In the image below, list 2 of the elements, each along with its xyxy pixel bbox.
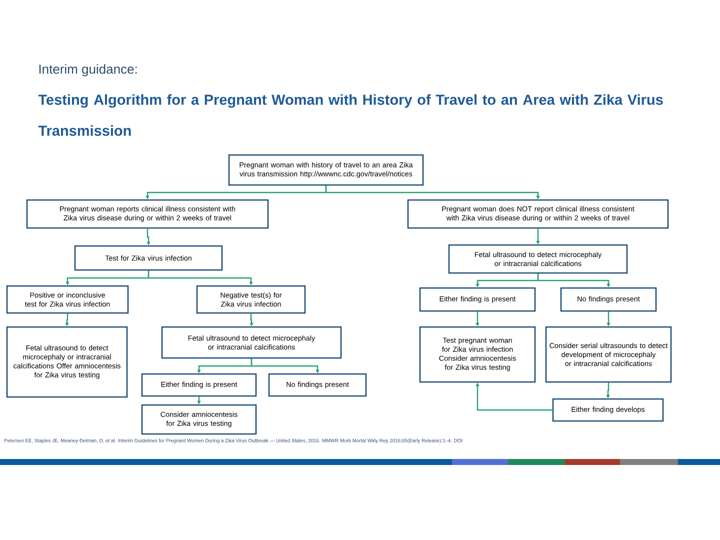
subtitle: Interim guidance:	[39, 64, 137, 76]
title: Testing Algorithm for a Pregnant Woman with History of Travel to an Area with Zika Virus Transmission	[38, 94, 663, 136]
